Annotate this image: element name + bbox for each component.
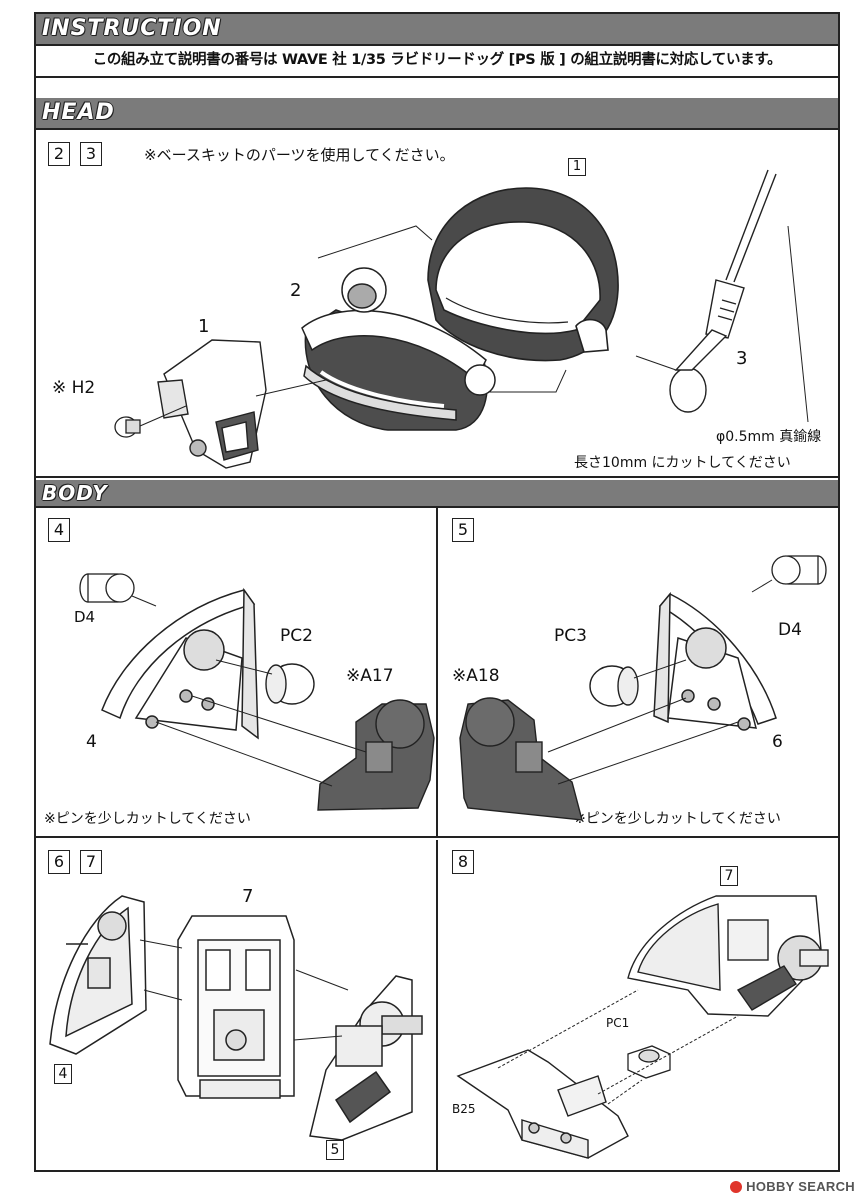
pc1-part: [627, 1045, 671, 1079]
h2-arrow: [139, 405, 187, 427]
part1-face: [157, 339, 267, 469]
panel5-pc3: PC3: [554, 626, 587, 646]
body-panel-6-7: 6 7 7 4 5: [36, 840, 438, 1172]
head-assembly-guides: [255, 225, 677, 397]
panel67-step-6: 6: [48, 850, 70, 874]
pc2-cap: [265, 663, 315, 705]
shell-right-assembled: [309, 975, 423, 1141]
body-panel-4: 4 D4 PC2 ※A17 4 ※ピンを少しカットしてください: [36, 508, 438, 838]
watermark: HOBBY SEARCH: [730, 1179, 855, 1194]
panel5-note: ※ピンを少しカットしてください: [574, 811, 781, 827]
body-panel-5: 5 D4 PC3 ※A18 6 ※ピンを少しカットしてください: [438, 508, 838, 838]
h2-peg: [114, 416, 141, 438]
part2-head-lower: [301, 267, 496, 431]
wire-dimension-line: [787, 225, 809, 423]
a18-part: [459, 697, 583, 821]
part7-frame: [177, 915, 295, 1099]
panel5-guides: [547, 659, 739, 785]
panel67-guides: [139, 939, 349, 1041]
b25-part: [456, 1049, 629, 1159]
panel67-part7: 7: [242, 886, 254, 907]
panel5-part6: 6: [772, 732, 783, 752]
panel8-guides: [497, 989, 739, 1105]
watermark-text: HOBBY SEARCH: [746, 1179, 855, 1194]
panel4-a17: ※A17: [346, 666, 394, 686]
panel5-step: 5: [452, 518, 474, 542]
panel67-diagram: [49, 895, 423, 1141]
panel4-step: 4: [48, 518, 70, 542]
instruction-header: INSTRUCTION: [42, 16, 222, 41]
head-ref-box-1: 1: [568, 158, 586, 176]
pc3-cap: [589, 665, 639, 707]
upper-body-assembly: [627, 895, 829, 1017]
panel4-diagram: [79, 573, 435, 811]
watermark-logo-icon: [730, 1181, 743, 1193]
body-header-band: BODY: [36, 480, 838, 508]
d4-pin-left: [79, 573, 135, 603]
panel4-pc2: PC2: [280, 626, 313, 646]
panel4-d4: D4: [74, 608, 96, 626]
head-label-h2: ※ H2: [52, 378, 96, 398]
head-wire-spec: φ0.5mm 真鍮線: [716, 429, 822, 445]
part1-helmet: [427, 187, 619, 362]
head-label-part3: 3: [736, 348, 748, 369]
shell-left-assembled: [49, 895, 147, 1055]
body-title: BODY: [42, 481, 108, 505]
instruction-page: INSTRUCTION この組み立て説明書の番号は WAVE 社 1/35 ラビ…: [34, 12, 840, 1172]
panel5-a18: ※A18: [452, 666, 500, 686]
body-panel-8: 8 7 PC1 B25: [438, 840, 838, 1172]
panel4-note: ※ピンを少しカットしてください: [44, 811, 251, 827]
panel8-step: 8: [452, 850, 474, 874]
head-label-part2: 2: [290, 280, 302, 301]
head-title: HEAD: [42, 100, 115, 125]
d4-arrow-left: [131, 595, 157, 607]
panel8-ref7: 7: [720, 866, 738, 886]
panel67-step-7: 7: [80, 850, 102, 874]
head-step-3: 3: [80, 142, 102, 166]
part3-pin: [669, 169, 777, 413]
head-step-2: 2: [48, 142, 70, 166]
instruction-header-band: INSTRUCTION: [36, 14, 838, 46]
panel8-pc1: PC1: [606, 1016, 630, 1030]
head-parts-diagram: [114, 169, 809, 469]
d4-arrow-right: [751, 579, 773, 593]
head-note: ※ベースキットのパーツを使用してください。: [144, 146, 455, 164]
instruction-note: この組み立て説明書の番号は WAVE 社 1/35 ラビドリードッグ [PS 版…: [36, 46, 838, 78]
head-header-band: HEAD: [36, 98, 838, 130]
panel8-diagram: [456, 895, 829, 1159]
panel67-ref4: 4: [54, 1064, 72, 1084]
head-section: 2 3 ※ベースキットのパーツを使用してください。 1 1 2 3 ※ H2 φ…: [36, 130, 838, 478]
panel4-guides: [155, 659, 367, 787]
shell-left: [101, 587, 259, 740]
shell-right: [653, 591, 777, 731]
head-wire-cut: 長さ10mm にカットしてください: [574, 455, 791, 471]
panel4-part4: 4: [86, 732, 97, 752]
panel67-ref5: 5: [326, 1140, 344, 1160]
a17-part: [317, 699, 435, 811]
panel5-diagram: [459, 555, 827, 821]
head-label-part1: 1: [198, 316, 210, 337]
panel8-b25: B25: [452, 1102, 476, 1116]
panel5-d4: D4: [778, 620, 802, 640]
d4-pin-right: [771, 555, 827, 585]
